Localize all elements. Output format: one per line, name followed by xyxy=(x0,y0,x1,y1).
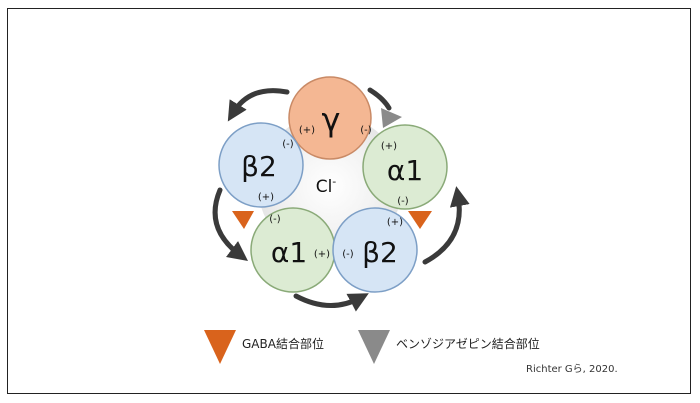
beta2-left-sign-plus: (+) xyxy=(258,192,274,203)
beta2-left-label: β2 xyxy=(241,150,277,183)
figure-frame xyxy=(7,8,691,394)
alpha1-left-sign-minus: (-) xyxy=(269,214,281,225)
subunit-alpha1-right xyxy=(362,124,448,210)
rotation-arrow-left xyxy=(212,187,248,262)
alpha1-left-label: α1 xyxy=(271,236,307,269)
legend-bzd-marker xyxy=(358,330,390,364)
bzd-binding-site-marker xyxy=(381,108,402,128)
gamma-sign-minus: (-) xyxy=(360,125,372,136)
beta2-left-sign-minus: (-) xyxy=(282,139,294,150)
citation: Richter Gら, 2020. xyxy=(526,364,618,375)
gaba-binding-site-marker-right xyxy=(408,211,432,229)
subunit-gamma xyxy=(288,76,372,160)
subunit-beta2-right xyxy=(332,207,418,293)
alpha1-right-sign-minus: (-) xyxy=(397,196,409,207)
alpha1-left-sign-plus: (+) xyxy=(314,249,330,260)
beta2-right-sign-minus: (-) xyxy=(342,249,354,260)
rotation-arrow-top-left xyxy=(227,88,290,122)
rotation-arrow-bottom xyxy=(293,293,369,312)
rotation-arrow-top-right xyxy=(367,87,392,111)
chloride-label: Cl- xyxy=(316,175,337,197)
beta2-right-sign-plus: (+) xyxy=(387,217,403,228)
alpha1-right-sign-plus: (+) xyxy=(381,141,397,152)
legend-gaba-marker xyxy=(204,330,236,364)
beta2-right-label: β2 xyxy=(362,236,398,269)
gaba-binding-site-marker-left xyxy=(232,211,254,229)
legend-bzd-label: ベンゾジアゼピン結合部位 xyxy=(396,337,540,351)
legend-gaba-label: GABA結合部位 xyxy=(242,337,324,351)
gamma-label: γ xyxy=(322,101,341,139)
rotation-arrow-right xyxy=(422,186,470,265)
subunit-beta2-left xyxy=(218,122,304,208)
gamma-sign-plus: (+) xyxy=(299,125,315,136)
alpha1-right-label: α1 xyxy=(387,154,423,187)
